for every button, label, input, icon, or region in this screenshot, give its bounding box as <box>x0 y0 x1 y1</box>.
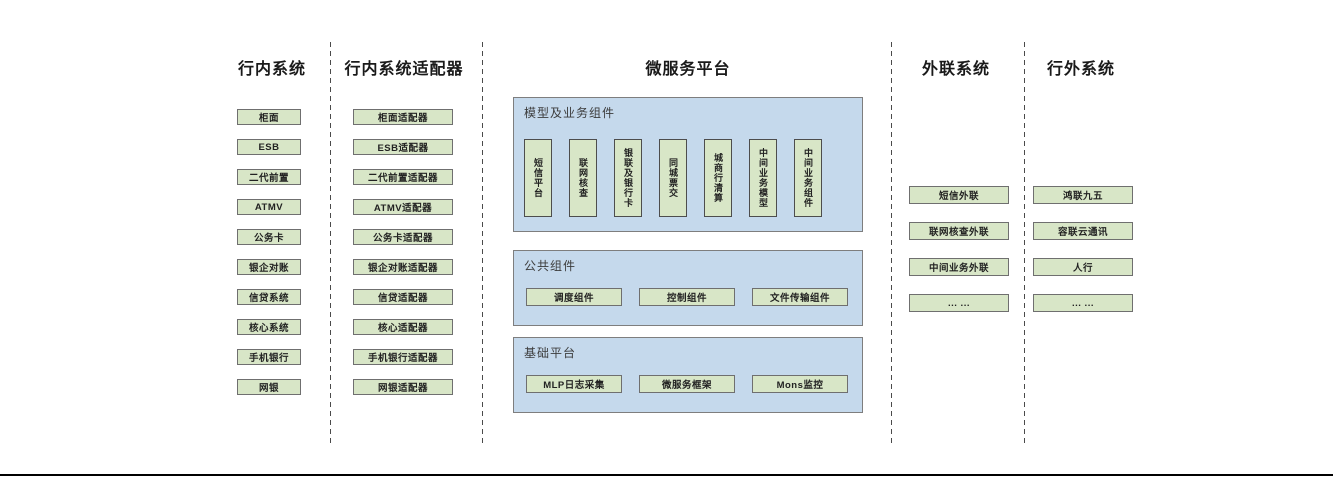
outside-systems-list: 鸿联九五容联云通讯人行 ... ... <box>1033 186 1133 312</box>
component-box: 微服务框架 <box>639 375 735 393</box>
column-divider <box>482 42 483 443</box>
system-box: 鸿联九五 <box>1033 186 1133 204</box>
system-box: 网银 <box>237 379 301 395</box>
system-box: ... ... <box>1033 294 1133 312</box>
adapter-box: 网银适配器 <box>353 379 453 395</box>
system-box: ATMV <box>237 199 301 215</box>
panel-base-platform: 基础平台 MLP日志采集微服务框架 Mons监控 <box>513 337 863 413</box>
adapter-box: 二代前置适配器 <box>353 169 453 185</box>
component-box: Mons监控 <box>752 375 848 393</box>
column-title-external-link-systems: 外联系统 <box>921 61 990 78</box>
internal-systems-list: 柜面 ESB 二代前置 ATMV 公务卡银企对账信贷系统核心系统手机银行网银 <box>237 109 301 395</box>
adapter-box: 公务卡适配器 <box>353 229 453 245</box>
column-divider <box>891 42 892 443</box>
system-box: 人行 <box>1033 258 1133 276</box>
panel-label: 模型及业务组件 <box>524 106 616 120</box>
adapter-box: 手机银行适配器 <box>353 349 453 365</box>
system-box: ... ... <box>909 294 1009 312</box>
component-box: 联网核查 <box>569 139 597 217</box>
system-box: 容联云通讯 <box>1033 222 1133 240</box>
system-box: 核心系统 <box>237 319 301 335</box>
common-components-list: 调度组件控制组件文件传输组件 <box>526 288 848 306</box>
system-box: 二代前置 <box>237 169 301 185</box>
column-title-outside-systems: 行外系统 <box>1046 61 1115 78</box>
component-box: 中间业务组件 <box>794 139 822 217</box>
panel-label: 公共组件 <box>524 259 577 273</box>
system-box: 公务卡 <box>237 229 301 245</box>
internal-adapters-list: 柜面适配器 ESB适配器二代前置适配器 ATMV适配器公务卡适配器银企对账适配器信贷… <box>353 109 453 395</box>
component-box: 控制组件 <box>639 288 735 306</box>
system-box: 柜面 <box>237 109 301 125</box>
component-box: 银联及银行卡 <box>614 139 642 217</box>
system-box: ESB <box>237 139 301 155</box>
system-box: 联网核查外联 <box>909 222 1009 240</box>
panel-common-components: 公共组件 调度组件控制组件文件传输组件 <box>513 250 863 326</box>
bottom-border-line <box>0 474 1333 476</box>
system-box: 手机银行 <box>237 349 301 365</box>
base-platform-list: MLP日志采集微服务框架 Mons监控 <box>526 375 848 393</box>
component-box: 城商行清算 <box>704 139 732 217</box>
system-box: 信贷系统 <box>237 289 301 305</box>
column-title-microservice-platform: 微服务平台 <box>645 61 731 78</box>
adapter-box: ATMV适配器 <box>353 199 453 215</box>
column-title-internal-adapters: 行内系统适配器 <box>344 61 464 78</box>
component-box: 同城票交 <box>659 139 687 217</box>
adapter-box: ESB适配器 <box>353 139 453 155</box>
column-title-internal-systems: 行内系统 <box>237 61 306 78</box>
system-box: 中间业务外联 <box>909 258 1009 276</box>
model-business-components-list: 短信平台联网核查银联及银行卡同城票交城商行清算中间业务模型中间业务组件 <box>524 139 822 217</box>
system-box: 银企对账 <box>237 259 301 275</box>
adapter-box: 信贷适配器 <box>353 289 453 305</box>
component-box: 调度组件 <box>526 288 622 306</box>
adapter-box: 核心适配器 <box>353 319 453 335</box>
component-box: 文件传输组件 <box>752 288 848 306</box>
panel-label: 基础平台 <box>524 346 577 360</box>
component-box: 短信平台 <box>524 139 552 217</box>
column-divider <box>330 42 331 443</box>
component-box: 中间业务模型 <box>749 139 777 217</box>
external-link-systems-list: 短信外联联网核查外联中间业务外联 ... ... <box>909 186 1009 312</box>
panel-model-business-components: 模型及业务组件 短信平台联网核查银联及银行卡同城票交城商行清算中间业务模型中间业… <box>513 97 863 232</box>
adapter-box: 柜面适配器 <box>353 109 453 125</box>
adapter-box: 银企对账适配器 <box>353 259 453 275</box>
system-box: 短信外联 <box>909 186 1009 204</box>
component-box: MLP日志采集 <box>526 375 622 393</box>
column-divider <box>1024 42 1025 443</box>
